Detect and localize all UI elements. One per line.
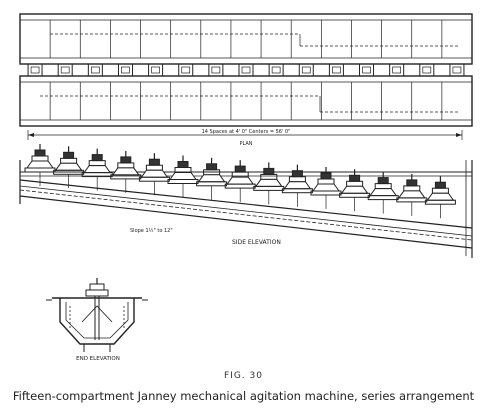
- plan-drive-unit: [87, 63, 103, 77]
- plan-drive-unit: [298, 63, 314, 77]
- plan-dimension-label: 14 Spaces at 4' 0" Centers = 56' 0": [202, 129, 291, 135]
- plan-view: [19, 13, 473, 140]
- plan-drive-pulley: [121, 66, 130, 74]
- side-drive-head: [138, 153, 170, 196]
- plan-drive-pulley: [362, 66, 371, 74]
- plan-drive-pulley: [181, 66, 191, 74]
- plan-drive-unit: [328, 63, 344, 77]
- side-elevation-label: SIDE ELEVATION: [232, 239, 281, 246]
- plan-drive-pulley: [332, 66, 341, 74]
- plan-drive-unit: [449, 63, 465, 77]
- plan-drive-unit: [389, 63, 405, 77]
- plan-drive-pulley: [30, 66, 40, 74]
- side-drive-head: [310, 167, 342, 209]
- side-drive-head: [253, 162, 285, 205]
- plan-drive-pulley: [241, 66, 251, 74]
- side-drive-head: [167, 155, 199, 198]
- slope-label: Slope 1½" to 12": [130, 227, 173, 234]
- plan-drive-pulley: [90, 66, 100, 74]
- plan-drive-unit: [359, 63, 375, 77]
- plan-drive-unit: [268, 63, 284, 77]
- side-drive-head: [81, 148, 113, 191]
- plan-drive-unit: [419, 63, 435, 77]
- plan-drive-pulley: [151, 66, 160, 74]
- side-drive-head: [53, 146, 85, 189]
- plan-drive-pulley: [211, 66, 221, 74]
- figure-number: FIG. 30: [224, 371, 263, 381]
- plan-drive-pulley: [452, 66, 462, 74]
- plan-drive-pulley: [422, 66, 432, 74]
- plan-drive-pulley: [392, 66, 402, 74]
- plan-label: PLAN: [239, 141, 252, 147]
- plan-drive-unit: [178, 63, 194, 77]
- plan-drive-pulley: [60, 66, 70, 74]
- plan-drive-unit: [117, 63, 133, 77]
- side-drive-head: [196, 157, 228, 200]
- plan-drive-unit: [148, 63, 164, 77]
- side-drive-head: [424, 176, 456, 219]
- plan-drive-unit: [208, 63, 224, 77]
- side-drive-head: [110, 150, 142, 193]
- plan-drive-pulley: [301, 66, 311, 74]
- side-drive-head: [24, 144, 56, 186]
- side-drive-head: [281, 164, 313, 207]
- plan-drive-unit: [27, 63, 43, 77]
- plan-drive-unit: [238, 63, 254, 77]
- end-elevation: [46, 278, 148, 352]
- plan-drive-unit: [57, 63, 73, 77]
- side-drive-head: [367, 171, 399, 214]
- side-elevation: [19, 144, 473, 258]
- figure-caption: Fifteen-compartment Janney mechanical ag…: [12, 389, 475, 403]
- side-drive-head: [396, 173, 428, 216]
- end-elevation-label: END ELEVATION: [76, 356, 120, 362]
- plan-drive-pulley: [271, 66, 281, 74]
- side-drive-head: [224, 160, 256, 203]
